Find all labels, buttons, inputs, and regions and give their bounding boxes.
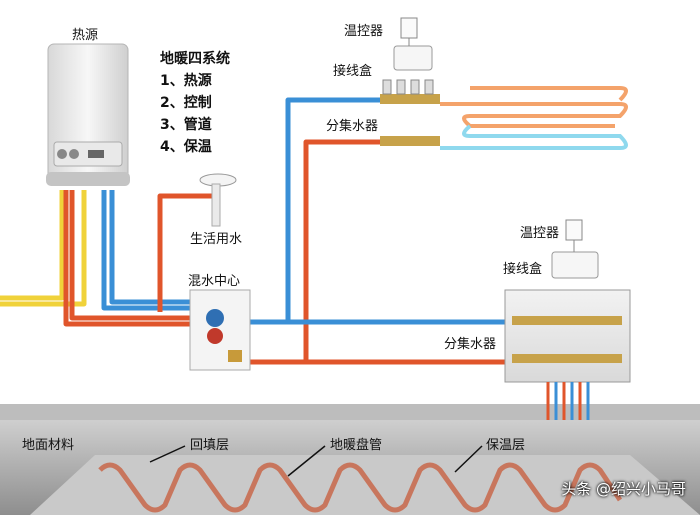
boiler	[46, 43, 130, 186]
leader-lines	[149, 445, 483, 477]
label-domestic-water: 生活用水	[190, 232, 243, 247]
domestic-hot	[157, 193, 212, 312]
title-item-4: 4、保温	[160, 139, 212, 155]
title-item-1: 1、热源	[160, 73, 212, 89]
top-loop-cold	[440, 124, 628, 150]
title-heading: 地暖四系统	[160, 51, 230, 67]
watermark: 头条 @绍兴小马哥	[561, 480, 686, 498]
boiler-cold-return	[101, 190, 190, 311]
label-mixing-center: 混水中心	[188, 274, 241, 289]
right-thermostat	[565, 219, 583, 241]
sink	[199, 173, 237, 227]
gas-pipe-2	[0, 190, 87, 307]
label-junction-box-right: 接线盒	[503, 262, 543, 277]
boiler-hot-supply-2	[63, 190, 190, 327]
label-insulation-layer: 保温层	[486, 438, 526, 453]
label-manifold-top: 分集水器	[326, 119, 379, 134]
label-manifold-right: 分集水器	[444, 337, 497, 352]
boiler-hot-supply	[69, 190, 190, 321]
right-cabinet	[504, 219, 631, 420]
top-thermostat	[400, 17, 418, 39]
pipes	[0, 97, 520, 365]
mixing-center	[189, 289, 251, 371]
top-junction-box	[393, 45, 433, 71]
title-item-2: 2、控制	[160, 95, 212, 111]
label-thermostat-top: 温控器	[344, 24, 384, 39]
top-loop-hot	[440, 102, 628, 128]
title-item-3: 3、管道	[160, 117, 212, 133]
label-ground-material: 地面材料	[22, 438, 75, 453]
label-backfill-layer: 回填层	[190, 438, 230, 453]
title-block: 地暖四系统 1、热源 2、控制 3、管道 4、保温	[160, 48, 230, 158]
floor-top-edge	[0, 404, 700, 420]
floor-section	[0, 404, 700, 515]
label-floor-heating-pipe: 地暖盘管	[330, 438, 383, 453]
label-junction-box-top: 接线盒	[333, 64, 373, 79]
boiler-cold-return-2	[109, 190, 190, 305]
right-junction-box	[551, 251, 599, 279]
label-thermostat-right: 温控器	[520, 226, 560, 241]
floor-heating-coils	[98, 462, 623, 513]
gas-pipe	[0, 190, 65, 301]
label-heat-source: 热源	[72, 28, 99, 43]
top-manifold	[380, 17, 628, 150]
mix-to-top-supply	[250, 139, 380, 365]
